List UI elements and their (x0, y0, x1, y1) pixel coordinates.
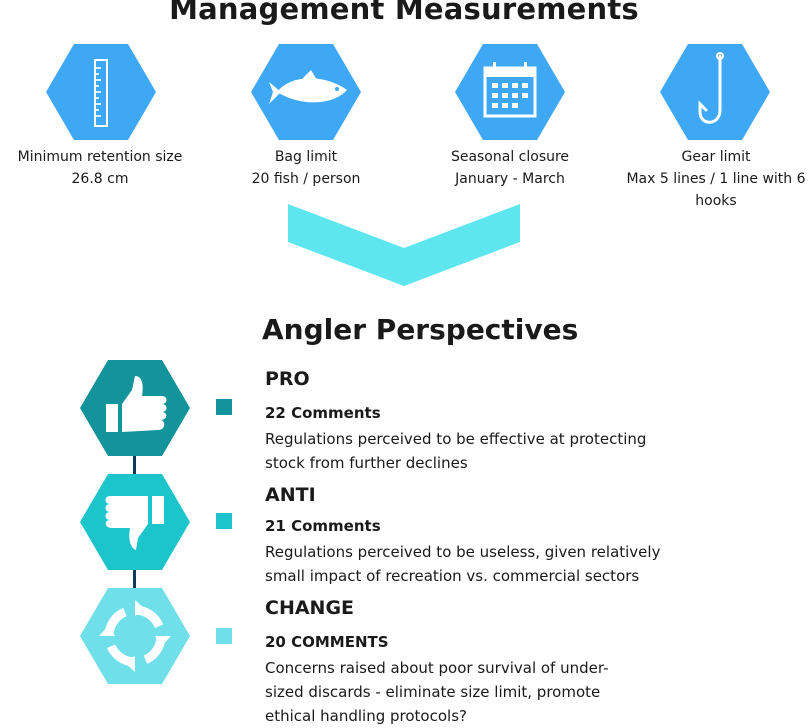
cycle-arrows-icon (80, 588, 190, 684)
thumbs-up-icon (80, 360, 190, 456)
pro-count: 22 Comments (265, 404, 381, 422)
fishing-hook-icon (660, 44, 770, 140)
change-description: Concerns raised about poor survival of u… (265, 659, 609, 725)
pro-heading: PRO (265, 368, 310, 390)
calendar-icon (455, 44, 565, 140)
ruler-icon (46, 44, 156, 140)
change-marker (216, 628, 232, 644)
chevron-down-arrow (288, 204, 520, 286)
change-heading: CHANGE (265, 597, 355, 619)
measure-label-size: Minimum retention size 26.8 cm (17, 149, 183, 187)
thumbs-down-icon (80, 474, 190, 570)
measure-label-closure: Seasonal closure January - March (450, 149, 570, 187)
measure-label-gear: Gear limit Max 5 lines / 1 line with 6 h… (626, 149, 806, 209)
pro-description: Regulations perceived to be effective at… (265, 430, 647, 472)
change-count: 20 COMMENTS (265, 633, 389, 651)
connector-line (133, 566, 136, 596)
anti-count: 21 Comments (265, 517, 381, 535)
measure-label-bag: Bag limit 20 fish / person (251, 149, 361, 187)
connector-line (133, 450, 136, 482)
anti-heading: ANTI (265, 484, 316, 506)
page-title: Management Measurements (169, 0, 639, 26)
anti-description: Regulations perceived to be useless, giv… (265, 543, 661, 585)
fish-icon (251, 44, 361, 140)
pro-marker (216, 399, 232, 415)
section-title: Angler Perspectives (262, 313, 579, 346)
anti-marker (216, 513, 232, 529)
